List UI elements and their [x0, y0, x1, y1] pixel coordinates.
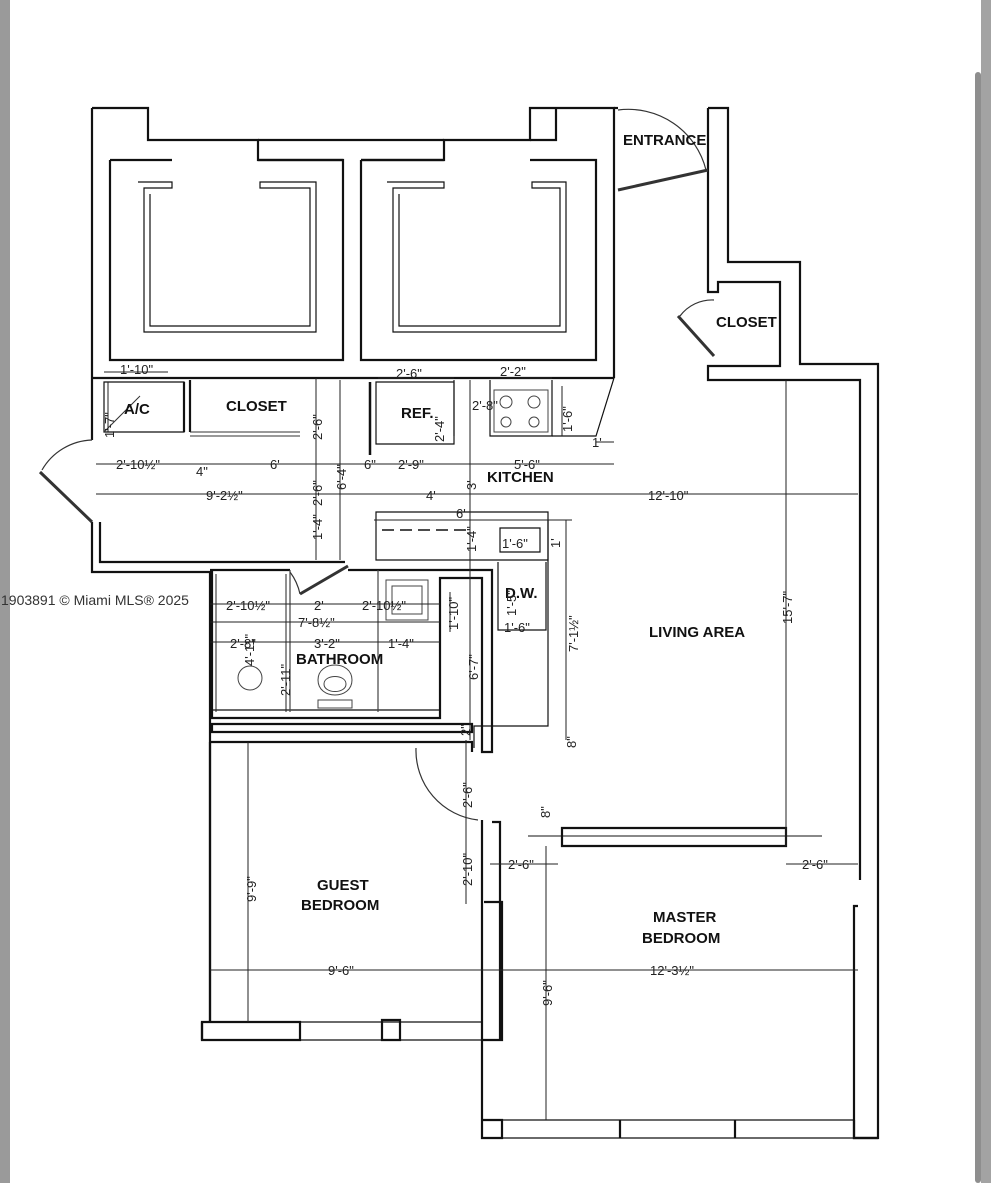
viewer-right-border — [981, 0, 991, 1183]
dim-label: 2'-8" — [472, 398, 498, 413]
viewer-left-border — [0, 0, 10, 1183]
dim-label: 1'-10" — [120, 362, 154, 377]
dim-label: 1' — [592, 435, 602, 450]
label-closet-entry: CLOSET — [716, 314, 777, 331]
dim-label: 2'-10½" — [116, 457, 160, 472]
dim-label: 6' — [456, 506, 466, 521]
dim-label: 9'-6" — [328, 963, 354, 978]
dim-label: 4" — [196, 464, 208, 479]
dim-label: 1'-4" — [310, 514, 325, 540]
dim-label: 8" — [538, 806, 553, 818]
dim-label: 6'-4" — [334, 464, 349, 490]
label-bathroom: BATHROOM — [296, 651, 383, 668]
dim-label: 1'-10" — [446, 596, 461, 630]
dim-label: 3' — [464, 480, 479, 490]
dim-label: 2'-6" — [310, 414, 325, 440]
dim-label: 1'-6" — [504, 620, 530, 635]
dim-label: 1'-4" — [464, 526, 479, 552]
dim-label: 2'-11" — [278, 663, 293, 696]
mls-watermark: 1903891 © Miami MLS® 2025 — [1, 592, 189, 608]
dimension-labels: 1'-10" 2'-6" 2'-2" 1'-7" 2'-6" 2'-4" 2'-… — [102, 362, 828, 1006]
dim-label: 2'-2" — [500, 364, 526, 379]
dim-label: 2'-6" — [396, 366, 422, 381]
label-master-line2: BEDROOM — [642, 930, 720, 947]
label-master-line1: MASTER — [653, 909, 717, 926]
dim-label: 7'-1½" — [566, 615, 581, 652]
dim-label: 9'-9" — [244, 876, 259, 902]
dim-label: 2'-9" — [398, 457, 424, 472]
dim-label: 8" — [564, 736, 579, 748]
dim-label: 2'-8" — [230, 636, 256, 651]
dim-label: 1'-4" — [388, 636, 414, 651]
room-labels: ENTRANCE CLOSET A/C CLOSET REF. KITCHEN … — [124, 132, 777, 947]
dim-label: 2'-10½" — [226, 598, 270, 613]
dim-label: 2'-6" — [310, 480, 325, 506]
vertical-scrollbar[interactable] — [975, 72, 981, 1183]
dim-label: 6' — [270, 457, 280, 472]
label-ac: A/C — [124, 401, 150, 418]
dim-label: 1'-6" — [560, 406, 575, 432]
dim-label: 2'-6" — [508, 857, 534, 872]
dim-label: 9'-6" — [540, 980, 555, 1006]
dim-label: 12'-3½" — [650, 963, 694, 978]
dim-label: 1'-7" — [102, 412, 117, 438]
dim-label: 15'-7" — [780, 590, 795, 624]
dim-label: 2'-10" — [460, 852, 475, 886]
walls — [90, 106, 880, 1140]
dim-label: 2' — [314, 598, 324, 613]
label-guest-line1: GUEST — [317, 877, 369, 894]
dim-label: 2'-4" — [432, 416, 447, 442]
dim-label: 9'-2½" — [206, 488, 243, 503]
fixtures — [237, 389, 549, 712]
dim-label: 3'-2" — [314, 636, 340, 651]
label-closet-hall: CLOSET — [226, 398, 287, 415]
label-guest-line2: BEDROOM — [301, 897, 379, 914]
dim-label: 6" — [364, 457, 376, 472]
label-entrance: ENTRANCE — [623, 132, 706, 149]
dim-label: 2'-6" — [460, 782, 475, 808]
dim-label: 4' — [426, 488, 436, 503]
dim-label: 5'-6" — [514, 457, 540, 472]
label-kitchen: KITCHEN — [487, 469, 554, 486]
dim-label: 2" — [458, 724, 473, 736]
dim-label: 7'-8½" — [298, 615, 335, 630]
dim-label: 12'-10" — [648, 488, 689, 503]
label-living-area: LIVING AREA — [649, 624, 745, 641]
dim-label: 4'-11" — [242, 633, 257, 666]
dimension-lines — [96, 371, 858, 1120]
dim-label: 2'-6" — [802, 857, 828, 872]
dim-label: 1'-5" — [504, 590, 519, 616]
label-dw: D.W. — [505, 585, 538, 602]
label-ref: REF. — [401, 405, 434, 422]
dim-label: 1' — [548, 538, 563, 548]
dim-label: 2'-10½" — [362, 598, 406, 613]
dim-label: 6'-7" — [466, 654, 481, 680]
dim-label: 1'-6" — [502, 536, 528, 551]
